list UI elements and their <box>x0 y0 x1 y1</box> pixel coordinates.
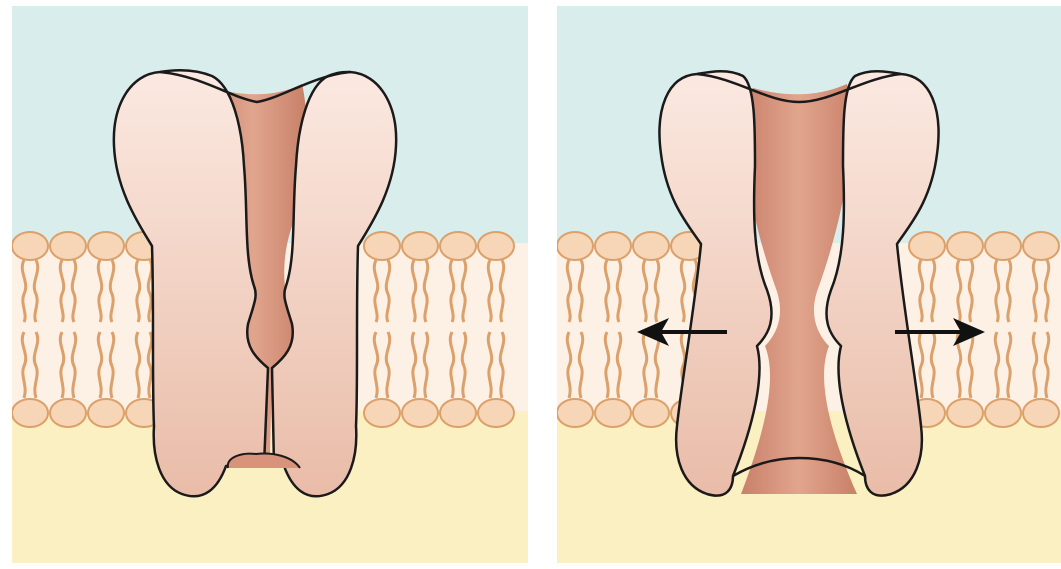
lipid-head <box>478 232 514 260</box>
lipid-head <box>1023 399 1059 427</box>
lipid-head <box>595 399 631 427</box>
lipid-head <box>50 232 86 260</box>
open-channel-diagram <box>557 6 1061 563</box>
lipid-head <box>947 232 983 260</box>
lipid-head <box>364 232 400 260</box>
closed-channel-panel <box>12 6 528 563</box>
lipid-head <box>557 232 593 260</box>
lipid-head <box>478 399 514 427</box>
lipid-head <box>402 232 438 260</box>
lipid-head <box>633 399 669 427</box>
lipid-head <box>50 399 86 427</box>
channel-protein <box>114 70 396 496</box>
closed-channel-diagram <box>12 6 528 563</box>
lipid-head <box>947 399 983 427</box>
lipid-head <box>402 399 438 427</box>
lipid-head <box>909 232 945 260</box>
lipid-head <box>12 232 48 260</box>
lipid-head <box>557 399 593 427</box>
lipid-head <box>88 399 124 427</box>
lipid-head <box>985 399 1021 427</box>
lipid-head <box>12 399 48 427</box>
lipid-head <box>364 399 400 427</box>
lipid-head <box>88 232 124 260</box>
lipid-head <box>440 399 476 427</box>
lipid-head <box>633 232 669 260</box>
lipid-head <box>595 232 631 260</box>
lipid-head <box>985 232 1021 260</box>
channel-protein <box>660 71 939 495</box>
open-channel-panel <box>557 6 1061 563</box>
lipid-head <box>440 232 476 260</box>
lipid-head <box>1023 232 1059 260</box>
